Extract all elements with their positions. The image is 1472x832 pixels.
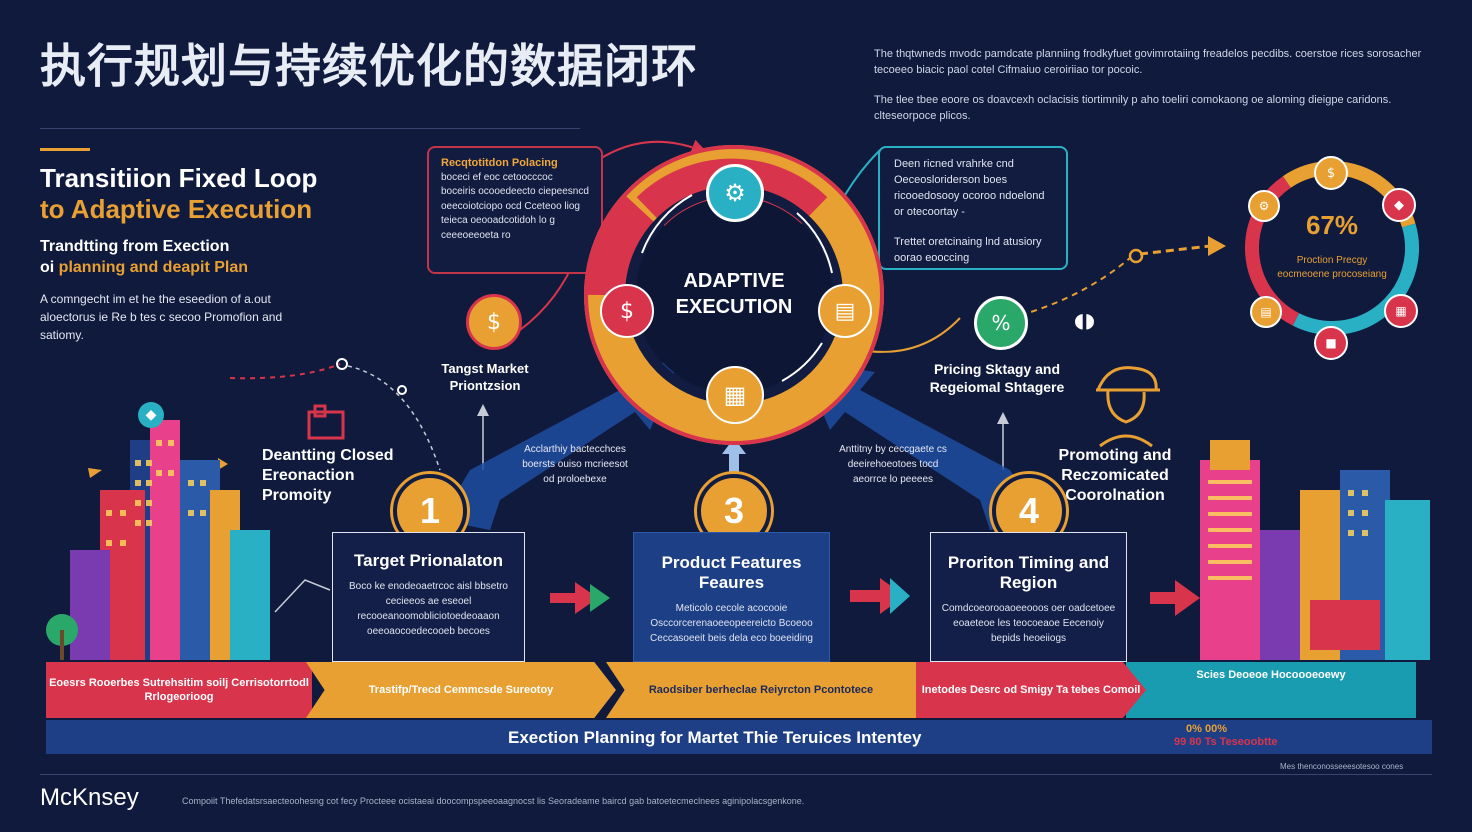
donut-box-icon: ■ bbox=[1314, 326, 1348, 360]
city-left-icon bbox=[46, 404, 270, 660]
step-card-1-body: Boco ke enodeoaetrcoc aisl bbsetro cecie… bbox=[349, 581, 508, 637]
donut-percent: 67% bbox=[1305, 210, 1359, 240]
label-pricing: Pricing Sktagy and Regeiomal Shtagere bbox=[929, 361, 1065, 395]
step-card-4-title: Proriton Timing and Region bbox=[947, 553, 1110, 592]
band-segment-4: Inetodes Desrc od Smigy Ta tebes Comoil bbox=[916, 662, 1146, 718]
brand-logo: McKnsey bbox=[40, 784, 139, 811]
footer-band: Exection Planning for Martet Thie Teruic… bbox=[46, 720, 1432, 754]
section-heading-1: Transitiion Fixed Loop bbox=[40, 163, 318, 193]
callout-left-title: Recqtotitdon Polacing bbox=[441, 157, 558, 169]
footer-stat-1: 0% 00% bbox=[1186, 723, 1227, 735]
chart-icon: ▤ bbox=[818, 284, 872, 338]
store-icon bbox=[307, 404, 345, 440]
sub-prefix: oi bbox=[40, 259, 55, 276]
section-sub-1: Trandtting from Exection bbox=[40, 238, 230, 255]
sub-accent: planning and deapit Plan bbox=[58, 259, 249, 276]
process-band: Eoesrs Rooerbes Sutrehsitim soilj Cerris… bbox=[46, 662, 1432, 718]
donut-chart-icon: ▤ bbox=[1250, 296, 1282, 328]
title-divider bbox=[40, 128, 580, 129]
callout-right-body-2: Trettet oretcinaing lnd atusiory oorao e… bbox=[894, 236, 1042, 264]
person-icon bbox=[1096, 366, 1160, 448]
callout-right-body-1: Deen ricned vrahrke cnd Oeceosloriderson… bbox=[894, 158, 1045, 218]
band-segment-2: Trastifp/Trecd Cemmcsde Sureotoy bbox=[306, 662, 616, 718]
section-sub-2: oi planning and deapit Plan bbox=[40, 257, 248, 278]
step-card-3-body: Meticolo cecole acocooie Osccorcerenaoee… bbox=[650, 603, 813, 644]
donut-gear-icon: ⚙ bbox=[1248, 190, 1280, 222]
step-card-1: Target Prionalaton Boco ke enodeoaetrcoc… bbox=[332, 532, 525, 662]
pricing-icon: % bbox=[974, 296, 1028, 350]
money-icon: $ bbox=[600, 284, 654, 338]
callout-left: Recqtotitdon Polacing boceci ef eoc ceto… bbox=[427, 146, 603, 274]
copyright-text: Compoiit Thefedatsrsaecteoohesng cot fec… bbox=[182, 796, 805, 806]
city-right-icon bbox=[1200, 440, 1430, 660]
gear-icon: ⚙ bbox=[706, 164, 764, 222]
tag-icon: ◆ bbox=[138, 402, 164, 428]
bottom-right-note: Mes thenconosseeesotesoo cones bbox=[1280, 762, 1404, 771]
callout-left-body: boceci ef eoc cetoocccoc boceiris ocooed… bbox=[441, 171, 589, 241]
link-icon: ◖◗ bbox=[1074, 308, 1096, 332]
bottom-divider bbox=[40, 774, 1432, 775]
step-card-4-body: Comdcoeorooaoeeooos oer oadcetoee eoaete… bbox=[941, 603, 1116, 644]
calendar-icon: ▦ bbox=[706, 366, 764, 424]
accent-bar bbox=[40, 148, 90, 151]
band-segment-5: Scies Deoeoe Hocoooeoewy bbox=[1126, 662, 1416, 718]
section-heading-2: to Adaptive Execution bbox=[40, 194, 313, 224]
section-body: A comngecht im et he the eseedion of a.o… bbox=[40, 292, 283, 342]
label-promoting: Promoting and Reczomicated Coorolnation bbox=[1058, 447, 1172, 504]
band-segment-3: Raodsiber berheclae Reiyrcton Pcontotece bbox=[606, 662, 916, 718]
header-note-2: The tlee tbee eoore os doavcexh oclacisi… bbox=[874, 94, 1392, 122]
dollar-icon: $ bbox=[466, 294, 522, 350]
footer-title: Exection Planning for Martet Thie Teruic… bbox=[508, 728, 922, 747]
donut-segment-2 bbox=[1292, 223, 1419, 335]
donut-tag-icon: ◆ bbox=[1382, 188, 1416, 222]
footer-stat-2: 99 80 Ts Teseoobtte bbox=[1174, 736, 1278, 748]
ring-line-1: ADAPTIVE bbox=[683, 270, 785, 292]
arrow-right-text: Anttitny by ceccgaete cs deeirehoeotoes … bbox=[839, 444, 947, 485]
step-card-1-title: Target Prionalaton bbox=[354, 551, 503, 570]
ring-center-label: ADAPTIVE EXECUTION bbox=[654, 268, 814, 320]
ring-line-2: EXECUTION bbox=[675, 296, 793, 318]
donut-money-icon: $ bbox=[1314, 156, 1348, 190]
arrow-left-text: Acclarthiy bactecchces boersts ouiso mcr… bbox=[522, 444, 628, 485]
donut-cal-icon: ▦ bbox=[1384, 294, 1418, 328]
step-card-4: Proriton Timing and Region Comdcoeorooao… bbox=[930, 532, 1127, 662]
page-title: 执行规划与持续优化的数据闭环 bbox=[40, 39, 698, 93]
label-closed-loop: Deantting Closed Ereonaction Promoity bbox=[262, 447, 394, 504]
label-target-market: Tangst Market Priontzsion bbox=[441, 361, 529, 393]
header-note-1: The thqtwneds mvodc pamdcate planniing f… bbox=[874, 48, 1422, 76]
band-segment-1: Eoesrs Rooerbes Sutrehsitim soilj Cerris… bbox=[46, 662, 312, 718]
callout-right: Deen ricned vrahrke cnd Oeceosloriderson… bbox=[878, 146, 1068, 270]
donut-label: Proction Precgy eocmeoene procoseiang bbox=[1277, 255, 1387, 280]
step-card-3: Product Features Feaures Meticolo cecole… bbox=[633, 532, 830, 662]
step-card-3-title: Product Features Feaures bbox=[661, 553, 802, 592]
